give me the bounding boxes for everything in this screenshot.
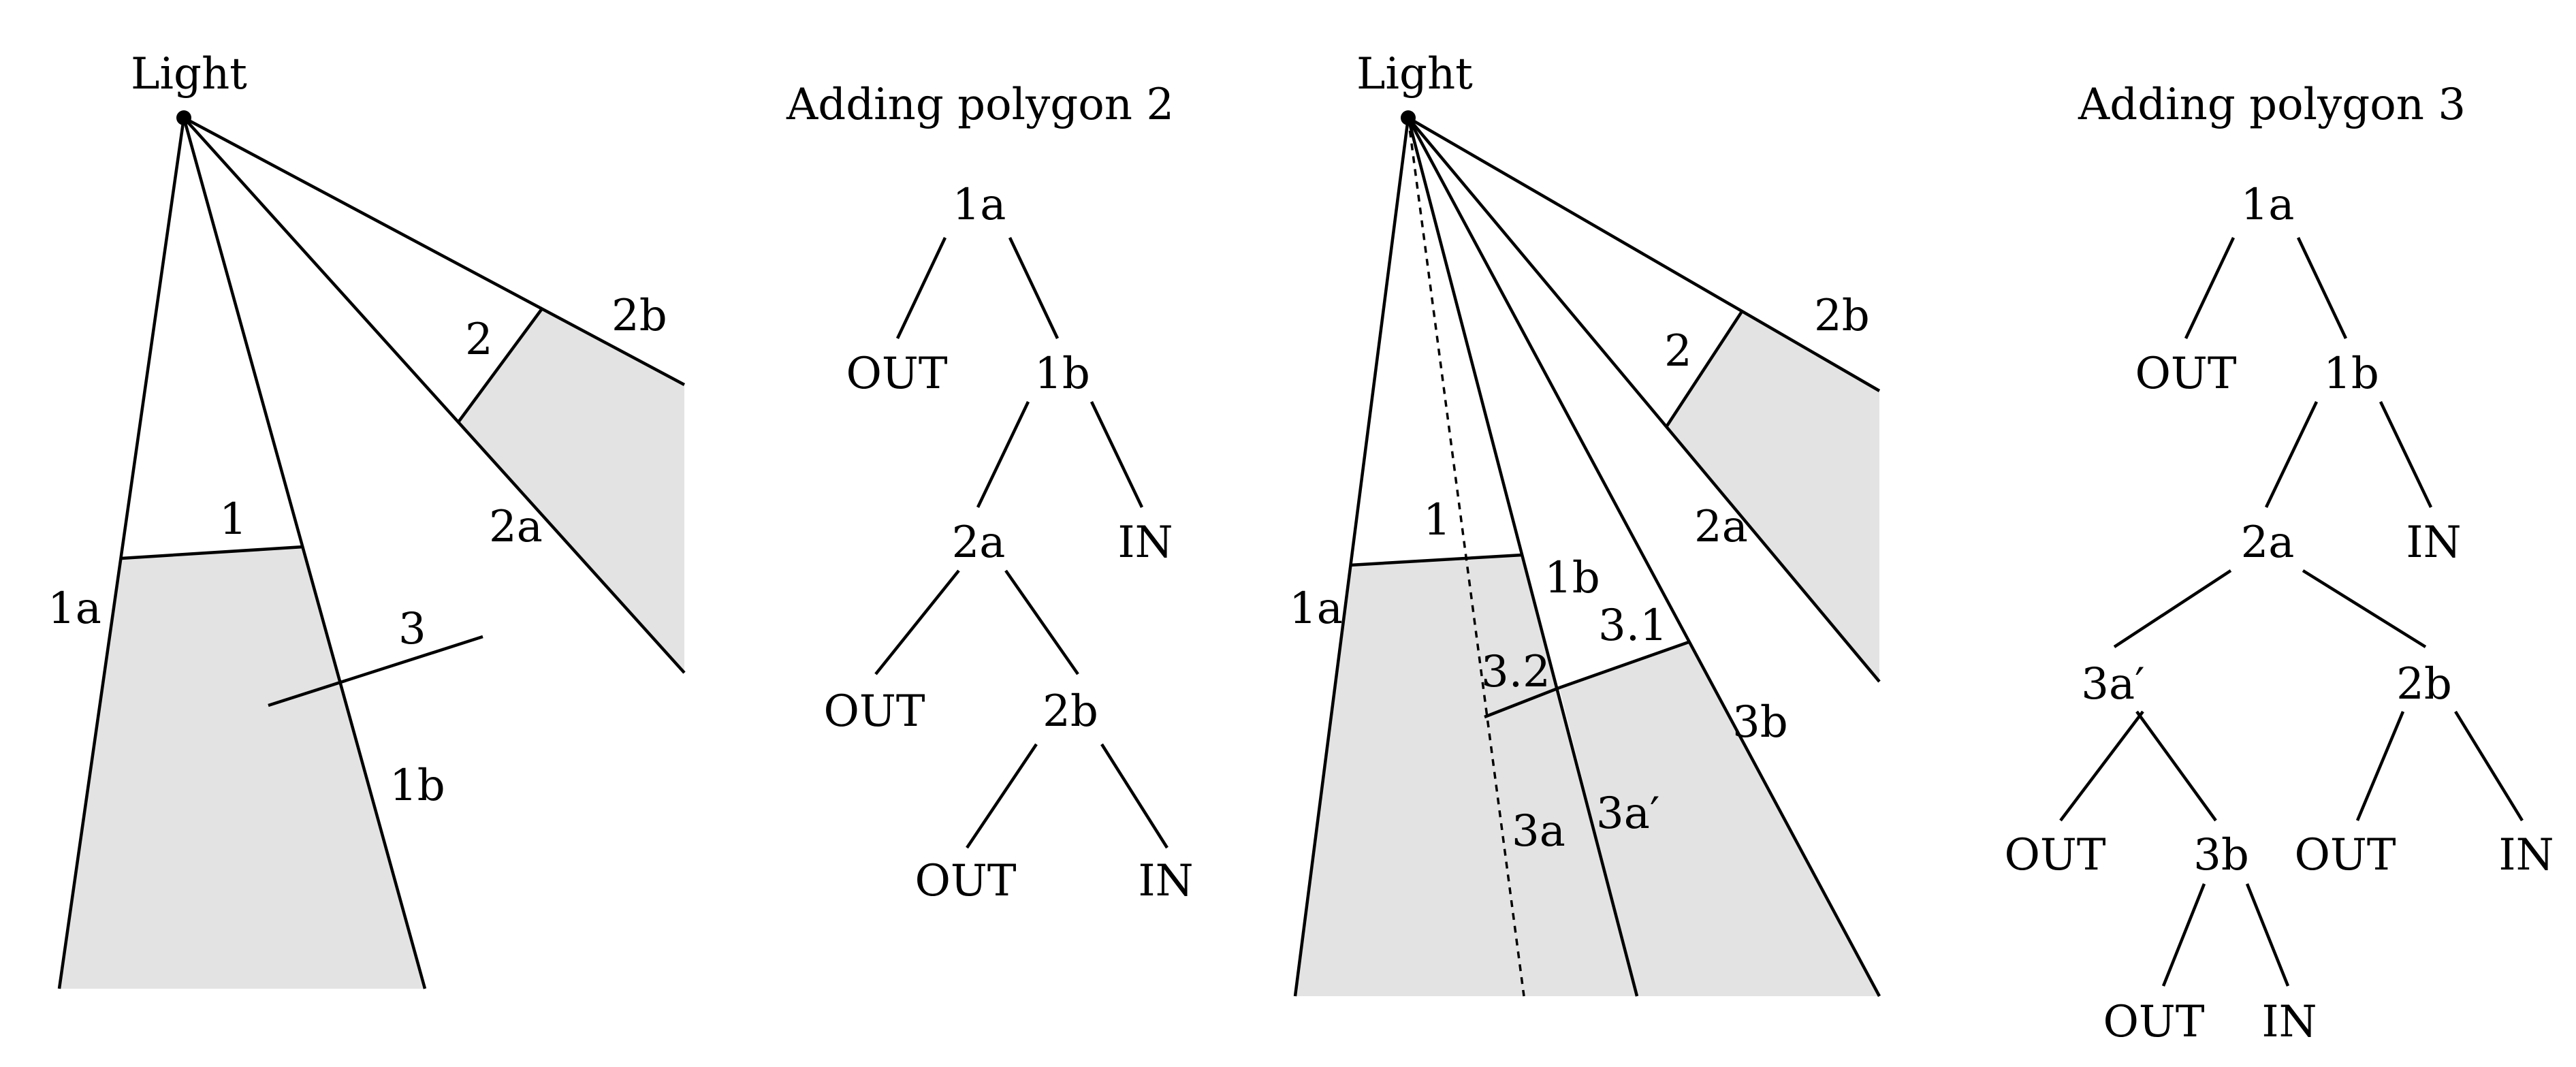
tree-1-node-out: OUT [915,856,1016,906]
tree-2-node-in: IN [2406,517,2461,568]
tree-2-node-3b: 3b [2193,830,2249,880]
light-label: Light [131,49,247,99]
polygon-1-label: 1 [1423,495,1451,545]
plane-1a-label: 1a [48,584,101,634]
polygon-1 [1349,553,1523,567]
plane-3b-label: 3b [1732,697,1788,748]
tree-2-title: Adding polygon 3 [2078,80,2466,130]
shadow-plane-1a [57,117,186,989]
shadow-plane-1b [182,117,427,989]
polygon-2-label: 2 [465,315,493,365]
tree-edge [2355,711,2405,821]
light-source-point [176,110,191,125]
shadow-plane-1b [1406,117,1639,997]
tree-1-node-out: OUT [846,349,947,399]
tree-1-node-out: OUT [823,686,925,737]
scene-2: Light 1 2 1a 1b 2a 2b 3.1 3.2 3a 3a′ 3b [1289,49,1881,998]
light-source-point [1401,110,1416,125]
tree-edge [2296,237,2348,339]
plane-2b-label: 2b [611,291,667,341]
bsp-tree-adding-polygon-3: Adding polygon 3 1a OUT 1b 2a IN 3a′ 2b … [2004,80,2554,1047]
plane-2a-label: 2a [489,502,543,552]
tree-edge [966,743,1038,849]
tree-2-node-out: OUT [2103,997,2204,1047]
tree-1-title: Adding polygon 2 [786,80,1174,130]
bsp-tree-adding-polygon-2: Adding polygon 2 1a OUT 1b 2a IN OUT 2b … [786,80,1194,906]
tree-edge [2059,710,2144,822]
plane-3a-label: 3a [1512,806,1565,857]
polygon-3-label: 3 [398,604,426,654]
tree-edge [1004,569,1079,675]
tree-edge [2113,569,2232,648]
plane-2a-label: 2a [1694,502,1748,552]
tree-1-node-1b: 1b [1034,349,1090,399]
polygon-3-1-label: 3.1 [1598,601,1668,651]
shadow-plane-2b [1407,116,1881,392]
light-label: Light [1356,49,1473,99]
tree-2-node-in: IN [2261,997,2317,1047]
tree-1-node-1a: 1a [953,180,1006,230]
tree-1-node-2b: 2b [1043,686,1098,737]
polygon-2-label: 2 [1664,326,1692,377]
polygon-3-fragment-3-1 [1559,640,1689,690]
shadow-plane-2a [182,116,686,674]
shadow-plane-2b [182,116,686,386]
tree-2-node-1b: 1b [2323,349,2379,399]
tree-edge [1100,743,1168,849]
tree-2-node-out: OUT [2004,830,2105,880]
polygon-2 [1665,309,1744,428]
tree-edge [2161,883,2206,987]
polygon-1-label: 1 [219,494,247,545]
tree-2-node-2b: 2b [2396,659,2452,710]
tree-edge [2302,569,2427,648]
tree-edge [976,401,1030,508]
tree-2-node-out: OUT [2135,349,2236,399]
tree-2-node-1a: 1a [2241,180,2295,230]
tree-2-node-out: OUT [2294,830,2396,880]
tree-1-node-in: IN [1138,856,1193,906]
polygon-1 [121,545,304,560]
tree-edge [2184,237,2236,339]
tree-2-node-2a: 2a [2241,517,2295,568]
tree-edge [2135,710,2217,822]
plane-2b-label: 2b [1814,291,1870,341]
shadow-region-polygon-2 [1666,310,1879,682]
shadow-plane-2a [1407,116,1881,683]
shadow-region-polygon-1 [1295,555,1637,996]
tree-edge [2379,401,2433,508]
tree-edge [2245,883,2290,987]
polygon-3 [268,635,483,707]
tree-edge [1008,237,1060,339]
shadow-region-polygon-2 [458,308,684,673]
shadow-region-polygon-3 [1559,642,1879,996]
plane-3a-prime-label: 3a′ [1596,789,1659,839]
tree-edge [874,569,960,675]
scene-1: Light 1 2 3 1a 1b 2a 2b [48,49,686,989]
tree-edge [2264,401,2319,508]
plane-1b-label: 1b [1544,553,1600,603]
plane-1b-label: 1b [389,761,445,811]
tree-1-node-2a: 2a [952,517,1006,568]
tree-edge [1090,401,1144,508]
polygon-3-2-label: 3.2 [1481,647,1551,697]
plane-1a-label: 1a [1289,584,1343,634]
shadow-plane-1a [1293,117,1410,997]
tree-edge [2454,710,2524,822]
shadow-plane-3b [1407,116,1881,998]
tree-edge [895,237,947,339]
tree-2-node-3a-prime: 3a′ [2081,659,2144,710]
tree-2-node-in: IN [2498,830,2554,880]
tree-1-node-in: IN [1117,517,1173,568]
polygon-2 [457,306,544,424]
polygon-3-fragment-3-2 [1484,686,1560,719]
